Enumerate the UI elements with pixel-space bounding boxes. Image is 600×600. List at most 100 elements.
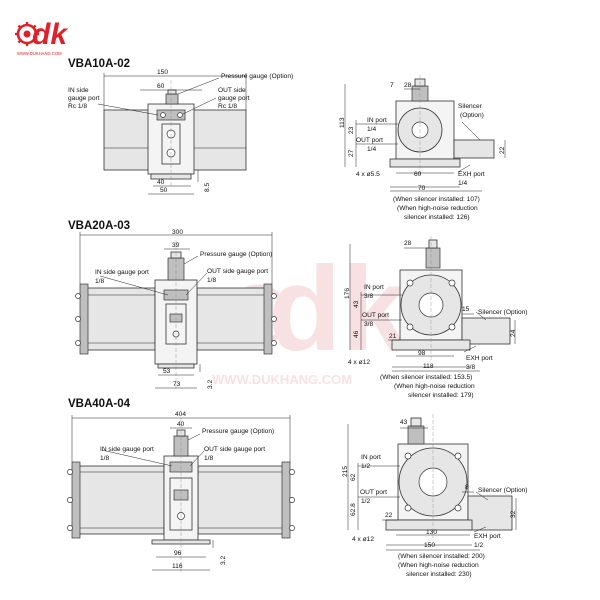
vba40-side-base [385, 519, 473, 531]
vba20-dim-73: 73 [173, 381, 181, 388]
vba20-dim-15: 15 [462, 306, 470, 313]
vba10-side-base [389, 158, 461, 168]
vba40-out-gauge-label-1: OUT side gauge port [204, 446, 265, 453]
watermark-mark: dk [268, 242, 408, 376]
vba10-pressure-gauge-label: Pressure gauge (Option) [221, 73, 293, 80]
vba40-silencer-label: Silencer (Option) [478, 487, 527, 494]
vba40-dim-215: 215 [342, 466, 349, 477]
vba20-note-1: (When silencer installed: 153.5) [380, 374, 472, 381]
vba10-dim-7: 7 [390, 82, 394, 89]
vba10-out-gauge-label-3: Rc 1/8 [218, 103, 237, 110]
vba20-holes-label: 4 x ø12 [348, 359, 370, 366]
vba40-dim-32: 32 [510, 510, 517, 518]
vba20-front-view [75, 240, 277, 388]
watermark-site: WWW.DUKHANG.COM [212, 372, 352, 387]
vba10-dim-23: 23 [348, 126, 355, 134]
vba10-dim-28: 28 [404, 82, 412, 89]
vba40-out-gauge-label-2: 1/8 [204, 455, 213, 462]
brand-logo: dk WWW.DUKHANG.COM [15, 18, 68, 56]
vba20-dim-176: 176 [344, 288, 351, 299]
vba20-dim-118: 118 [423, 363, 434, 370]
vba40-in-gauge-label-2: 1/8 [100, 455, 109, 462]
vba10-out-port-label: OUT port [356, 137, 383, 144]
vba10-note-1: (When silencer installed: 107) [393, 196, 480, 203]
vba40-dim-43: 43 [400, 419, 408, 426]
vba40-pressure-gauge-label: Pressure gauge (Option) [202, 428, 274, 435]
vba40-note-3: silencer installed: 230) [406, 571, 472, 578]
vba10-note-2: (When high-noise reduction [397, 205, 478, 212]
vba10-dim-60-side: 60 [414, 171, 422, 178]
model-title-vba20: VBA20A-03 [68, 220, 130, 232]
vba20-exh-port-label: EXH port [466, 355, 493, 362]
vba10-holes-label: 4 x ø5.5 [356, 171, 380, 178]
vba40-in-gauge-label-1: IN side gauge port [100, 446, 154, 453]
vba20-side-view [391, 236, 511, 360]
logo-site: WWW.DUKHANG.COM [17, 51, 62, 56]
vba40-right-cylinder [197, 465, 287, 535]
vba10-pressure-gauge [165, 93, 179, 105]
vba20-dim-3-2: 3.2 [207, 380, 214, 389]
vba40-dim-116: 116 [172, 563, 183, 570]
vba40-dim-22: 22 [385, 512, 393, 519]
vba20-in-gauge-label-2: 1/8 [95, 278, 104, 285]
vba40-exh-port-size: 1/2 [474, 542, 483, 549]
vba10-exh-port-label: EXH port [458, 171, 485, 178]
vba40-side-dimensions: 215 62 62.8 43 22 8 32 IN port 1/2 OUT p… [342, 419, 527, 578]
vba20-dim-98: 98 [418, 350, 426, 357]
vba40-dim-62-8: 62.8 [350, 503, 357, 516]
vba10-front-view [103, 80, 247, 188]
vba10-in-gauge-label-3: Rc 1/8 [68, 103, 87, 110]
vba40-holes-label: 4 x ø12 [352, 536, 374, 543]
vba20-silencer [461, 317, 511, 345]
vba20-dim-53: 53 [163, 368, 171, 375]
vba10-in-gauge-label-1: IN side [68, 87, 89, 94]
vba10-right-cylinder [192, 109, 247, 171]
vba10-side-dimensions: 113 23 27 7 28 22 IN port 1/4 OUT port 1… [339, 82, 506, 221]
vba10-dim-8-5: 8.5 [204, 183, 211, 192]
vba20-out-port-size: 3/8 [364, 321, 373, 328]
vba20-note-3: silencer installed: 179) [408, 392, 474, 399]
vba10-out-port-size: 1/4 [367, 146, 376, 153]
vba10-out-gauge-label-2: gauge port [218, 95, 250, 102]
vba40-in-port-size: 1/2 [361, 463, 370, 470]
vba40-left-cylinder [75, 465, 165, 535]
vba10-silencer-label-2: (Option) [460, 112, 484, 119]
vba20-dim-21: 21 [389, 333, 397, 340]
vba20-silencer-label: Silencer (Option) [478, 309, 527, 316]
vba20-side-gauge [425, 247, 441, 269]
vba40-silencer [467, 495, 513, 531]
vba20-out-gauge-label-1: OUT side gauge port [207, 268, 268, 275]
vba40-dim-130: 130 [426, 529, 437, 536]
vba20-in-port-label: IN port [364, 284, 384, 291]
vba40-dim-8: 8 [465, 484, 469, 491]
vba40-note-2: (When high-noise reduction [398, 562, 479, 569]
vba20-out-port-label: OUT port [362, 312, 389, 319]
vba10-silencer-label-1: Silencer [458, 103, 483, 110]
vba40-dim-404: 404 [175, 411, 186, 418]
vba20-pressure-gauge-label: Pressure gauge (Option) [200, 251, 272, 258]
vba40-dim-62: 62 [350, 473, 357, 481]
vba40-side-gauge [407, 425, 425, 445]
vba20-side-dimensions: 176 43 46 28 21 15 24 IN port 3/8 OUT po… [344, 240, 527, 399]
model-title-vba10: VBA10A-02 [68, 58, 130, 70]
vba40-exh-port-label: EXH port [474, 533, 501, 540]
vba10-dim-22: 22 [499, 146, 506, 154]
vba10-dim-113: 113 [339, 117, 346, 128]
vba40-out-port-size: 1/2 [361, 498, 370, 505]
vba20-in-gauge-label-1: IN side gauge port [95, 269, 149, 276]
vba10-dim-40: 40 [157, 179, 165, 186]
vba20-dim-28: 28 [404, 240, 412, 247]
vba20-in-port-size: 3/8 [364, 293, 373, 300]
vba40-dim-150: 150 [424, 542, 435, 549]
vba40-dim-40: 40 [177, 421, 185, 428]
vba10-dim-70: 70 [418, 185, 426, 192]
vba10-out-gauge-label-1: OUT side [218, 87, 246, 94]
vba10-side-view [389, 75, 495, 175]
vba20-dim-300: 300 [172, 229, 183, 236]
vba40-side-view [385, 414, 513, 540]
vba10-dim-60: 60 [157, 83, 165, 90]
vba10-dim-50: 50 [160, 187, 168, 194]
vba10-silencer [453, 139, 495, 159]
